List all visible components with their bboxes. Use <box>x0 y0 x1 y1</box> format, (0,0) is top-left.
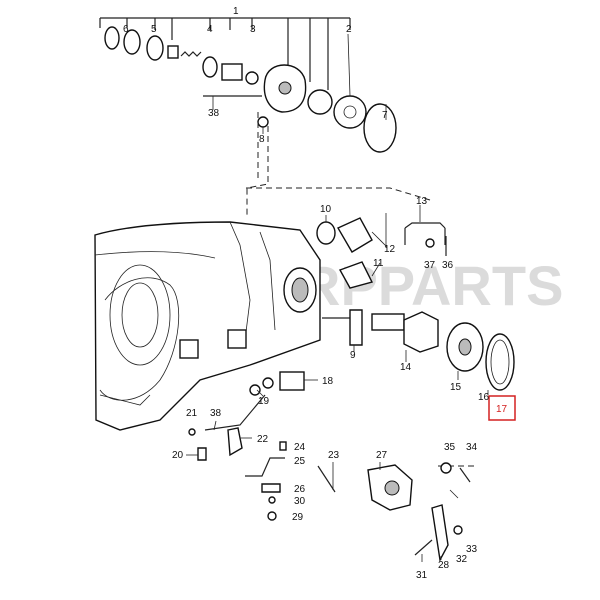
housing-boss-1 <box>179 339 199 359</box>
callout-36: 36 <box>442 260 454 271</box>
part-19-washer <box>262 377 274 389</box>
part-spring <box>180 51 202 57</box>
callout-10: 10 <box>320 204 332 215</box>
callout-24: 24 <box>294 442 306 453</box>
part-30-washer <box>268 496 276 504</box>
part-37-washer <box>425 238 435 248</box>
callout-30: 30 <box>294 496 306 507</box>
part-7-oring <box>363 103 397 153</box>
part-3-ring <box>245 71 259 85</box>
watermark: RPPARTS <box>134 247 563 329</box>
callout-38-top: 38 <box>208 108 220 119</box>
callout-16: 16 <box>478 392 490 403</box>
callout-1: 1 <box>233 6 239 17</box>
callout-3: 3 <box>250 24 256 35</box>
callout-34: 34 <box>466 442 478 453</box>
assembly-lines <box>246 112 476 467</box>
part-drive-gear <box>337 217 373 253</box>
part-23-shaft <box>317 465 336 493</box>
callout-19: 19 <box>258 396 270 407</box>
callout-29: 29 <box>292 512 304 523</box>
oil-pump-parts <box>104 26 397 153</box>
part-28-lever <box>431 504 449 563</box>
callout-21: 21 <box>186 408 198 419</box>
part-14-housing <box>403 311 439 353</box>
part-circlip <box>123 29 141 55</box>
part-spring-seat <box>167 45 179 59</box>
housing-body <box>94 221 321 431</box>
part-8-nut <box>257 116 269 128</box>
callout-7: 7 <box>382 110 388 121</box>
part-32-nut <box>453 525 463 535</box>
part-24-pin <box>279 441 287 451</box>
part-14-shaft <box>371 313 405 331</box>
part-21-washer <box>188 428 196 436</box>
callout-32: 32 <box>456 554 468 565</box>
part-13-clip <box>404 222 446 229</box>
part-25-link <box>245 457 285 477</box>
callout-12: 12 <box>384 244 396 255</box>
callout-35: 35 <box>444 442 456 453</box>
callout-17: 17 <box>496 404 508 415</box>
callout-labels: 1 2 3 4 5 6 7 8 9 10 11 12 13 14 15 16 1… <box>123 6 508 581</box>
part-17-ring <box>490 339 510 385</box>
callout-6: 6 <box>123 24 129 35</box>
part-gear-inner <box>307 89 333 115</box>
transmission-housing <box>94 221 321 431</box>
part-38-rod <box>204 394 266 431</box>
callout-11: 11 <box>373 258 384 269</box>
callout-20: 20 <box>172 450 184 461</box>
part-18-bracket <box>279 371 305 391</box>
part-washer-small <box>249 384 261 396</box>
callout-27: 27 <box>376 450 388 461</box>
housing-boss-2 <box>227 329 247 349</box>
part-9-lever <box>349 309 363 346</box>
part-31-bolt <box>414 539 433 556</box>
selector-parts <box>245 441 471 563</box>
callout-25: 25 <box>294 456 306 467</box>
callout-15: 15 <box>450 382 462 393</box>
part-valve <box>221 63 243 81</box>
part-5-seal <box>146 35 164 61</box>
part-29-bolt <box>267 511 277 521</box>
callout-2: 2 <box>346 24 352 35</box>
part-2-plate-hole <box>343 105 357 119</box>
part-2-plate <box>333 95 367 129</box>
callout-23: 23 <box>328 450 340 461</box>
callout-37: 37 <box>424 260 436 271</box>
part-34-bolt <box>459 467 471 483</box>
highlight-box-17 <box>488 395 516 421</box>
callout-5: 5 <box>151 24 157 35</box>
callout-26: 26 <box>294 484 306 495</box>
callout-18: 18 <box>322 376 334 387</box>
part-16-ring <box>485 333 515 391</box>
callout-8: 8 <box>259 134 265 145</box>
callout-9: 9 <box>350 350 356 361</box>
callout-33: 33 <box>466 544 478 555</box>
callout-13: 13 <box>416 196 428 207</box>
callout-31: 31 <box>416 570 428 581</box>
callout-14: 14 <box>400 362 412 373</box>
part-6-ring <box>104 26 120 50</box>
callout-22: 22 <box>257 434 269 445</box>
part-22-lever <box>227 427 243 457</box>
assembly-bracket-1 <box>99 17 351 90</box>
linkage-parts <box>188 371 305 461</box>
watermark-text: RPPARTS <box>300 254 563 317</box>
part-4-washer <box>202 56 218 78</box>
part-20-clip <box>197 447 207 461</box>
part-driven-gear <box>338 261 374 289</box>
part-26-bracket <box>261 483 281 493</box>
part-pump-bore <box>278 81 292 95</box>
leader-lines <box>186 33 489 562</box>
callout-4: 4 <box>207 24 213 35</box>
drive-parts <box>316 217 515 391</box>
callout-28: 28 <box>438 560 450 571</box>
part-35-washer <box>440 462 452 474</box>
callout-38-lower: 38 <box>210 408 222 419</box>
part-10-seal <box>316 221 336 245</box>
